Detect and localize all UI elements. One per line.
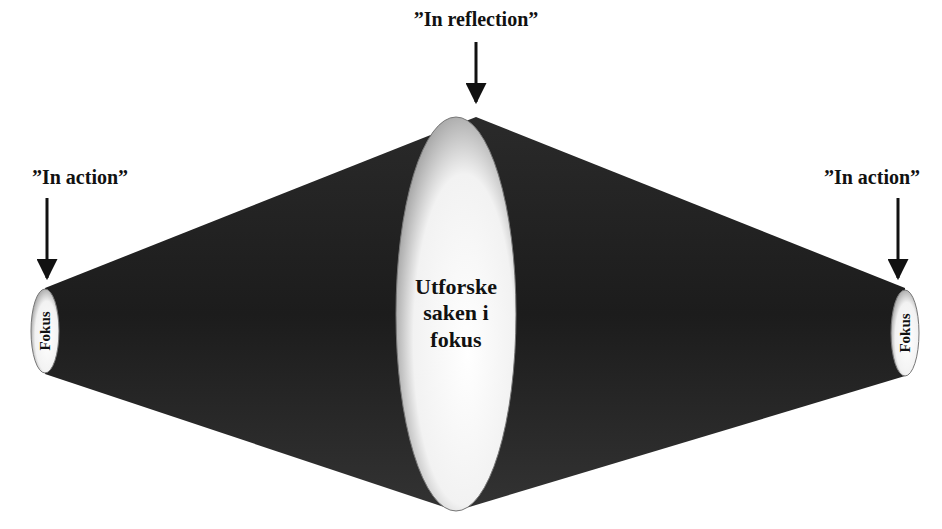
focus-ellipse: Fokus bbox=[890, 289, 920, 377]
action-label: ”In action” bbox=[32, 166, 128, 189]
ellipse-outline bbox=[891, 290, 919, 376]
reflection-ellipse: Utforske saken i fokus bbox=[395, 116, 517, 512]
node-label: Fokus bbox=[896, 313, 914, 352]
pointer-arrow bbox=[46, 198, 49, 278]
ellipse-outline bbox=[396, 117, 516, 511]
node-label: Utforske saken i fokus bbox=[404, 274, 508, 353]
focus-ellipse: Fokus bbox=[30, 288, 60, 374]
pointer-arrow bbox=[897, 198, 900, 278]
reflection-label: ”In reflection” bbox=[414, 8, 539, 31]
action-label: ”In action” bbox=[824, 166, 920, 189]
pointer-arrow bbox=[475, 42, 478, 102]
ellipse-outline bbox=[31, 289, 59, 373]
node-label: Fokus bbox=[36, 311, 54, 350]
dark-cone bbox=[45, 117, 905, 511]
